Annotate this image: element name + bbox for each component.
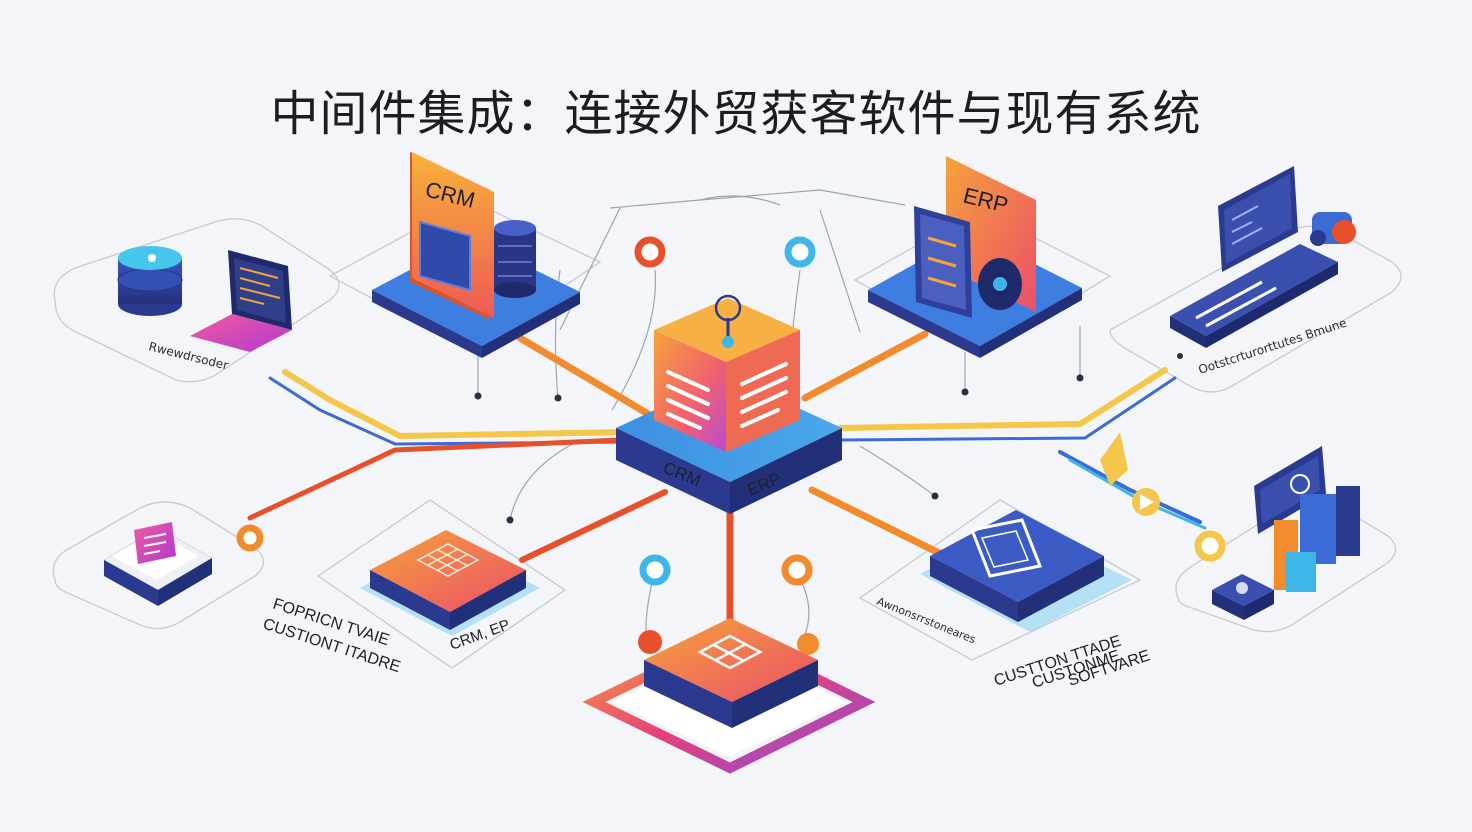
right-center-small-label: Awnonsrrstoneares	[875, 595, 978, 647]
laptop-icon	[190, 250, 292, 352]
bus-blue-lower	[1058, 450, 1202, 524]
platform-left-top	[53, 218, 340, 383]
ring-yellow-right	[1194, 530, 1226, 562]
platform-center-right	[858, 499, 1142, 661]
screen-icon	[969, 518, 1043, 578]
colored-connectors	[247, 330, 1207, 644]
bottom-right-labels: CUSTTON TTADE CUSTONME SOFTVARE	[992, 633, 1152, 692]
bus-blue-right	[838, 376, 1177, 442]
erp-document-stack	[914, 206, 972, 318]
corner-badge-icons	[638, 630, 819, 655]
blueprint-icon	[697, 634, 763, 670]
bus-yellow	[282, 369, 633, 440]
bottom-left-labels: FOPRICN TVAIE CUSTIONT ITADRE	[261, 596, 403, 676]
document-icon	[134, 522, 176, 564]
grid-icon	[416, 543, 480, 577]
pink-tile-node	[102, 522, 214, 606]
hub-sync-icon	[714, 294, 742, 348]
diagram-title: 中间件集成：连接外贸获客软件与现有系统	[270, 86, 1202, 143]
navy-tile-node: Awnonsrrstoneares	[875, 510, 1132, 646]
tool-icon	[1310, 212, 1356, 246]
ring-cyan-top	[784, 236, 816, 268]
right-bottom-devices-node	[1100, 432, 1360, 620]
spoke-crm	[516, 334, 659, 422]
erp-disc-icon	[978, 258, 1022, 310]
flag-icon	[1100, 432, 1128, 486]
spoke-center-right	[808, 486, 949, 560]
spoke-erp	[801, 330, 929, 402]
recycle-icon	[1290, 474, 1310, 494]
spoke-center-left	[519, 489, 668, 563]
ring-orange-top-left	[634, 236, 666, 268]
platform-right-bottom	[1175, 498, 1397, 633]
crm-server-icon	[494, 220, 536, 298]
ring-markers	[236, 236, 1226, 586]
crm-node: CRM	[372, 152, 580, 358]
database-laptop-node: Rwewdrsoder	[117, 246, 292, 373]
erp-node: ERP	[868, 156, 1082, 358]
monitor-tools-node: Ootstcrturorttutes Bmune	[1170, 166, 1356, 377]
crm-card: CRM	[410, 152, 494, 320]
bottom-framed-node	[582, 618, 876, 774]
database-icon	[117, 246, 183, 316]
platform-left-bottom	[52, 501, 265, 630]
central-hub: CRM ERP	[616, 294, 842, 514]
hub-cube	[654, 294, 800, 452]
ring-orange-bottom	[781, 554, 813, 586]
platform-center-left	[316, 499, 567, 669]
network-lines	[477, 189, 1081, 651]
gear-box-icon	[1212, 574, 1274, 620]
database-laptop-label: Rwewdrsoder	[147, 339, 229, 372]
ring-orange-left	[236, 524, 264, 552]
ring-cyan-bottom	[639, 554, 671, 586]
bus-yellow-right	[837, 367, 1168, 431]
spoke-left-red	[247, 437, 623, 521]
network-dots	[474, 353, 1183, 524]
play-icon	[1132, 488, 1160, 516]
